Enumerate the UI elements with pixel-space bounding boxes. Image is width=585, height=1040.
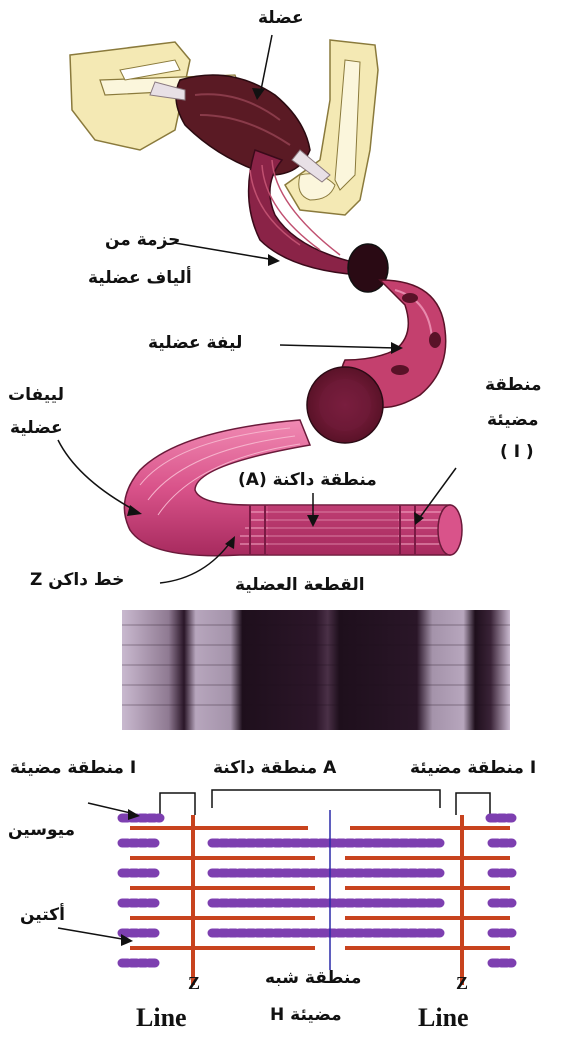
sarcomere-micrograph: [122, 610, 510, 730]
label-myofibrils-line1: لييفات: [8, 385, 64, 405]
label-z-right: Z: [456, 973, 468, 995]
label-h-zone-line2: مضيئة H: [270, 1005, 342, 1025]
label-dark-zone: منطقة داكنة (A): [238, 470, 377, 490]
label-muscle-fiber: ليفة عضلية: [148, 333, 242, 353]
label-light-zone-I-left: I منطقة مضيئة: [10, 758, 136, 778]
label-light-zone-I-right: I منطقة مضيئة: [410, 758, 536, 778]
label-myofibrils-line2: عضلية: [10, 418, 63, 438]
label-h-zone-line1: منطقة شبه: [265, 968, 361, 988]
label-light-zone-line3: ( I ): [500, 442, 534, 462]
label-actin: أكتين: [20, 905, 65, 925]
label-z-left: Z: [188, 973, 200, 995]
label-light-zone-line2: مضيئة: [487, 410, 538, 430]
label-line-left: Line: [136, 1002, 187, 1033]
arm-illustration: [70, 40, 378, 215]
label-light-zone-line1: منطقة: [485, 375, 542, 395]
label-bundle-line1: حزمة من: [105, 230, 180, 250]
label-myosin: ميوسين: [8, 820, 75, 840]
label-muscle: عضلة: [258, 8, 304, 28]
sarcomere-schematic: [122, 790, 512, 985]
label-z-dark-line: خط داكن Z: [30, 570, 124, 590]
label-bundle-line2: ألياف عضلية: [88, 268, 192, 288]
label-sarcomere: القطعة العضلية: [235, 575, 365, 595]
label-dark-zone-A: A منطقة داكنة: [213, 758, 336, 778]
label-line-right: Line: [418, 1002, 469, 1033]
muscle-fiber: [307, 280, 446, 443]
